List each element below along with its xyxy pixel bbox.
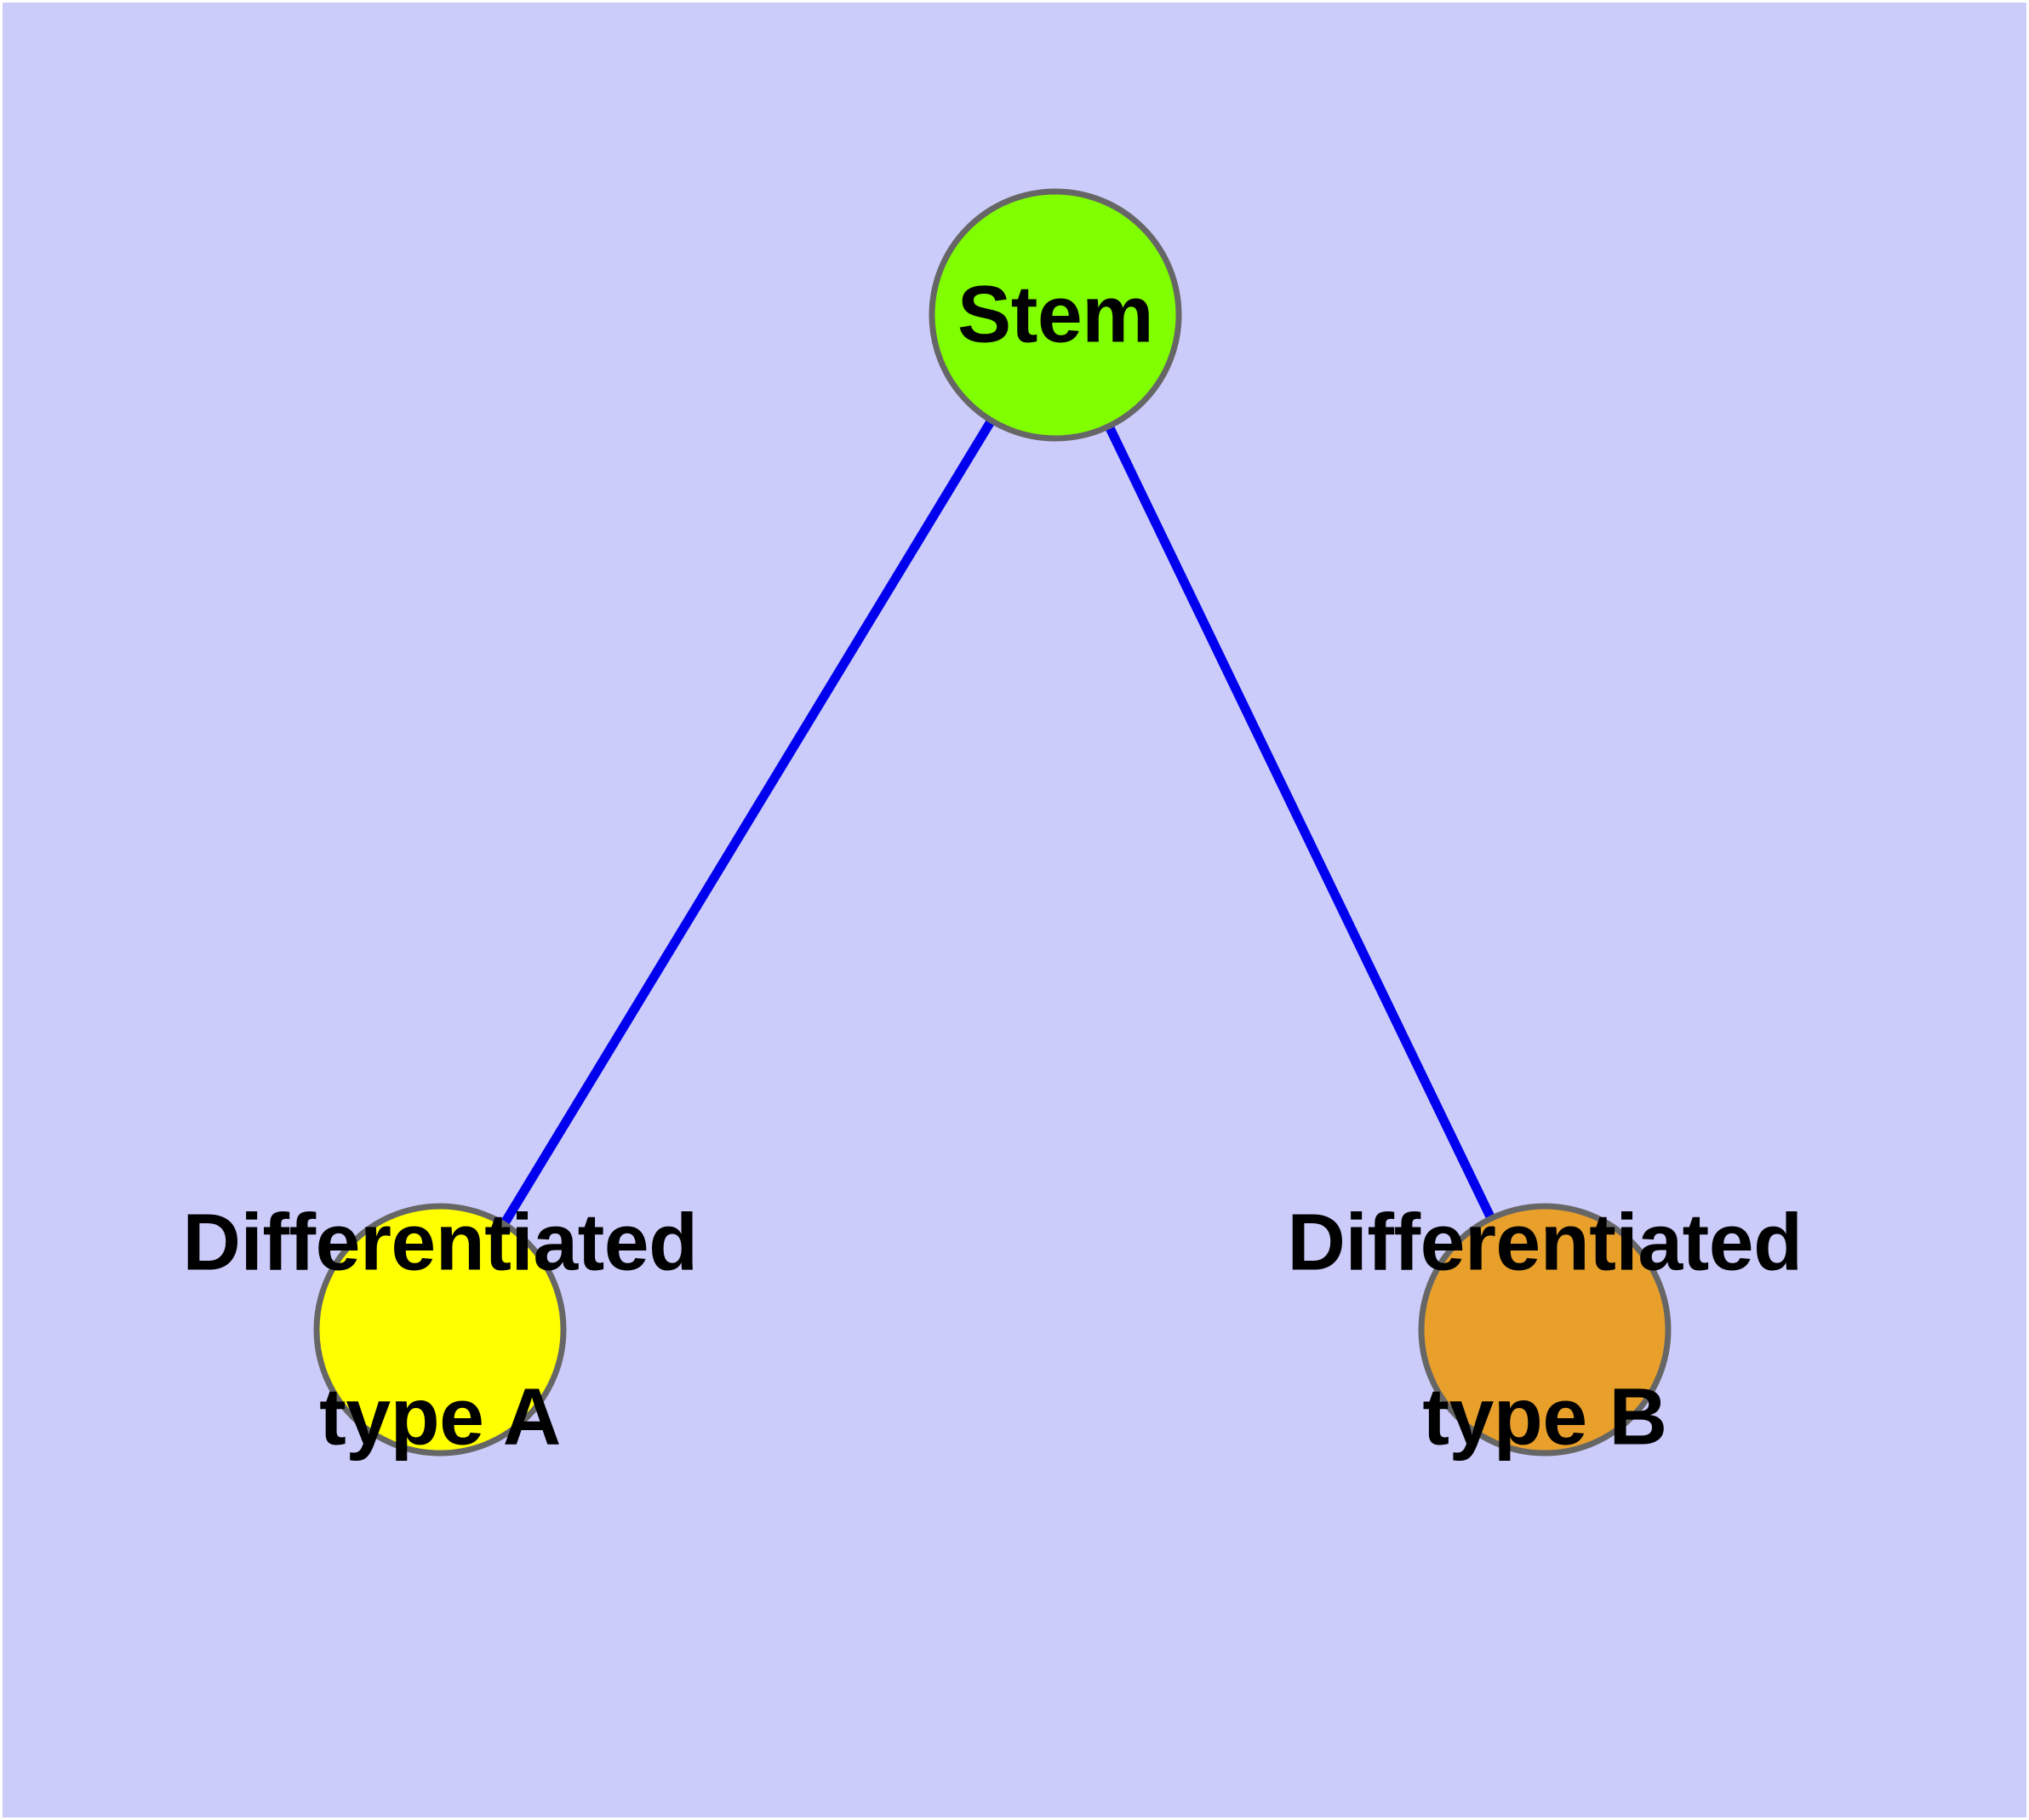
node-layer bbox=[313, 188, 1672, 1457]
edge-layer bbox=[436, 312, 1549, 1332]
node-differentiated-type-a-circle[interactable] bbox=[313, 1203, 567, 1457]
node-stem-circle[interactable] bbox=[929, 188, 1182, 442]
node-differentiated-type-b-circle[interactable] bbox=[1418, 1203, 1672, 1457]
edge-stem-to-differentiated-type-a[interactable] bbox=[436, 312, 1060, 1332]
edge-stem-to-differentiated-type-b[interactable] bbox=[1051, 312, 1549, 1332]
